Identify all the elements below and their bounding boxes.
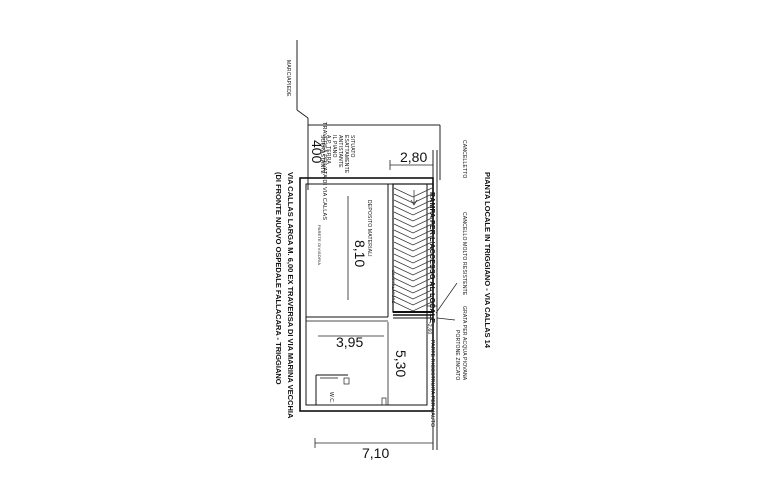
ramp-hatch-line	[393, 265, 433, 276]
dim-7-10: 7,10	[362, 445, 389, 461]
note-line-3: ANTISTANTE	[337, 135, 343, 168]
ramp-hatch-line	[393, 223, 433, 234]
ramp-hatch-line	[393, 283, 433, 294]
street-name-opposite: (DI FRONTE NUOVO OSPEDALE FALLACARA - TR…	[274, 172, 283, 385]
street-name-main: VIA CALLAS LARGA M. 6,00 EX TRAVERSA DI …	[286, 172, 295, 419]
rampa-label: RAMPA PER L'ACCESSO AL LOCALE	[428, 192, 435, 323]
ramp-hatch-line	[393, 247, 433, 258]
ramp-hatch-line	[393, 295, 433, 306]
dim-5-30: 5,30	[393, 350, 409, 377]
marciapiede-label: MARCIAPIEDE	[285, 60, 291, 97]
ramp-hatch-line	[393, 253, 433, 264]
grata-label: GRATA PER ACQUA PIOVANA	[461, 306, 467, 381]
dim-3-95: 3,95	[336, 334, 363, 350]
dim-8-10: 8,10	[352, 240, 368, 267]
parete-left-label: PARETE DIVISORIA	[317, 225, 322, 265]
plan-title: PIANTA LOCALE IN TRIGGIANO - VIA CALLAS …	[483, 172, 492, 349]
deposito-label: DEPOSITO MATERIALI	[366, 200, 372, 257]
note-line-1: SITUATO	[349, 135, 355, 158]
wc-label: W.C.	[328, 392, 334, 404]
ramp-hatch-line	[393, 259, 433, 270]
ramp-hatch-line	[393, 235, 433, 246]
level-label: -2,60	[426, 322, 432, 334]
ramp-hatch-line	[393, 289, 433, 300]
markers	[343, 190, 458, 406]
ramp-hatch-line	[393, 187, 433, 198]
note-line-2: ESATTAMENTE	[343, 135, 349, 174]
ramp-hatch-line	[393, 217, 433, 228]
traversa-label: TRAVERSA PRIVATA DI VIA CALLAS	[321, 122, 327, 220]
dim-2-80: 2,80	[400, 149, 427, 165]
note-line-4: IL PIANO	[331, 135, 337, 158]
cancelletto-label: CANCELLETTO	[461, 140, 467, 179]
parte-auto-label: PARTE RICOSTRUITA PER L'AUTO	[429, 340, 435, 427]
ramp-hatch-line	[393, 229, 433, 240]
ramp-hatch-line	[393, 277, 433, 288]
ramp-hatch-line	[393, 199, 433, 210]
note-line-6: SOPRASTANTE	[319, 135, 325, 175]
ramp-hatch-line	[393, 271, 433, 282]
portone-label: PORTONE ZINCATO	[454, 330, 460, 380]
cancello-label: CANCELLO MOLTO RESISTENTE	[461, 212, 467, 296]
note-line-5: A.P. TERRA	[325, 135, 331, 165]
ramp-hatch-line	[393, 193, 433, 204]
dimension-lines	[314, 160, 434, 448]
distance-400: 400	[309, 140, 325, 164]
ramp-hatch-line	[393, 205, 433, 216]
parete-right-label: SCAFFALATURE	[391, 270, 396, 304]
ramp-hatch-line	[393, 241, 433, 252]
ramp-hatch	[392, 183, 434, 319]
ramp-hatch-line	[393, 301, 433, 312]
ramp-hatch-line	[393, 211, 433, 222]
